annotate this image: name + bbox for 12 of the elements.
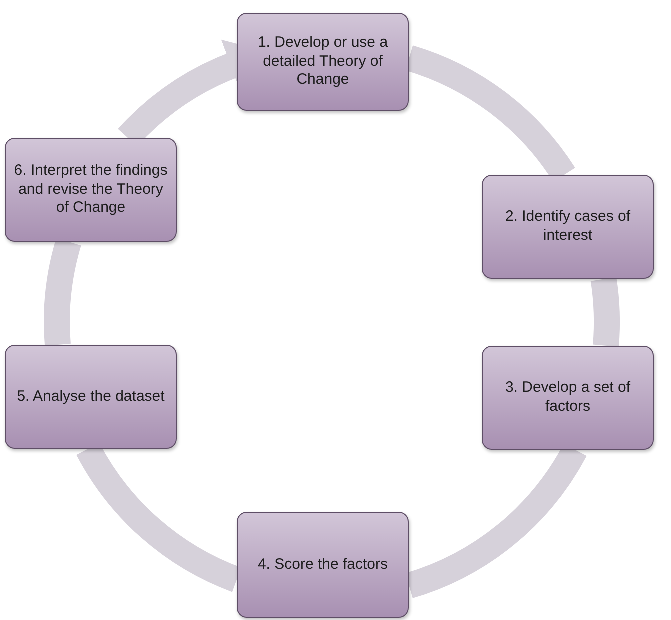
step-label: 5. Analyse the dataset	[17, 388, 165, 406]
step-label: 3. Develop a set of factors	[504, 379, 632, 417]
step-box	[237, 13, 409, 111]
step-box	[5, 138, 177, 242]
step-box	[5, 345, 177, 449]
step-label: 2. Identify cases of interest	[504, 208, 632, 246]
step-label: 1. Develop or use a detailed Theory of Change	[256, 34, 390, 90]
step-label: 4. Score the factors	[258, 556, 388, 574]
step-box	[482, 175, 654, 279]
step-box	[482, 346, 654, 450]
step-box	[237, 512, 409, 618]
step-label: 6. Interpret the findings and revise the Theory of Change	[14, 162, 168, 218]
